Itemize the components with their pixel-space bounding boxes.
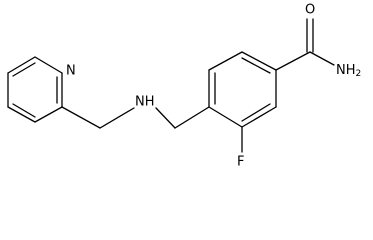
benzene-ring [208, 51, 277, 128]
benzene-bond [208, 51, 243, 71]
linker-bond [174, 106, 210, 129]
amide-bond [309, 51, 335, 66]
carbonyl-oxygen-label: O [305, 3, 315, 18]
linker-bond [155, 107, 176, 129]
amide-nitrogen-subscript: 2 [356, 69, 362, 79]
pyridine-nitrogen-label: N [66, 64, 76, 79]
pyridine-bond [34, 56, 63, 74]
linker-bond [61, 106, 101, 129]
pyridine-bond [34, 106, 63, 123]
label-mask [64, 63, 78, 79]
linker-chain [61, 106, 210, 129]
amide-nitrogen-label: NH2 [336, 63, 361, 80]
amide-nitrogen-main: NH [336, 63, 356, 78]
chemical-structure-diagram: N NH F O NH2 [7, 3, 361, 170]
benzene-double-bond [241, 103, 271, 122]
benzene-bond [241, 51, 277, 71]
pyridine-double-bond [12, 103, 36, 118]
fluorine-label: F [237, 155, 244, 170]
pyridine-bond [7, 106, 36, 123]
pyridine-ring [7, 56, 63, 123]
pyridine-double-bond [12, 62, 36, 77]
linker-bond [99, 107, 135, 129]
benzene-bond [241, 106, 277, 128]
amine-nitrogen-label: NH [135, 95, 155, 110]
amide-bond [275, 51, 311, 71]
amide-group [275, 18, 335, 71]
pyridine-bond [7, 56, 36, 74]
benzene-double-bond [241, 57, 271, 74]
benzene-bond [208, 106, 243, 128]
